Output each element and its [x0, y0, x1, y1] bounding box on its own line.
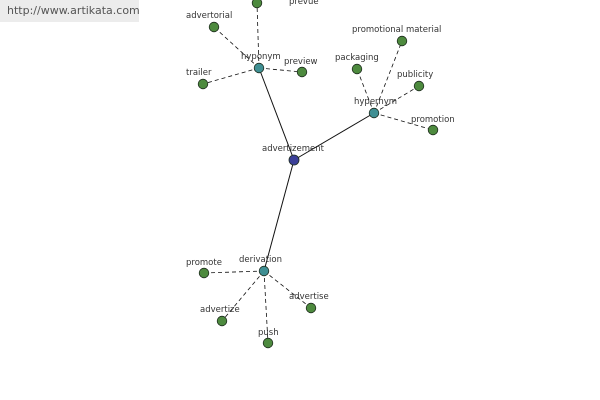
- leaf-node-push[interactable]: [262, 337, 274, 349]
- edge-hypernym-packaging: [356, 68, 375, 114]
- relation-label-hypernym: hypernym: [354, 97, 397, 107]
- edge-derivation-advertise: [263, 270, 312, 309]
- center-node-advertizement[interactable]: [288, 154, 300, 166]
- leaf-label-promotion: promotion: [411, 115, 455, 125]
- leaf-label-publicity: publicity: [397, 70, 433, 80]
- edge-center-hyponym: [258, 67, 295, 161]
- center-label: advertizement: [262, 144, 325, 154]
- leaf-node-advertise[interactable]: [305, 302, 317, 314]
- leaf-label-packaging: packaging: [335, 53, 379, 63]
- relation-node-derivation[interactable]: [258, 265, 270, 277]
- edge-hypernym-promotional-material: [373, 40, 403, 114]
- edge-hyponym-trailer: [202, 67, 260, 85]
- leaf-label-advertize: advertize: [200, 305, 240, 315]
- leaf-node-promote[interactable]: [198, 267, 210, 279]
- source-link[interactable]: http://www.artikata.com: [0, 0, 139, 22]
- edge-derivation-push: [263, 270, 269, 344]
- edge-derivation-advertize: [221, 270, 265, 322]
- graph-nodes: [197, 0, 439, 349]
- leaf-node-promotion[interactable]: [427, 124, 439, 136]
- leaf-label-promotional-material: promotional material: [352, 25, 441, 35]
- edge-hypernym-promotion: [373, 112, 434, 131]
- leaf-node-promotional-material[interactable]: [396, 35, 408, 47]
- leaf-label-promote: promote: [186, 258, 222, 268]
- leaf-node-advertorial[interactable]: [208, 21, 220, 33]
- leaf-node-prevue[interactable]: [251, 0, 263, 9]
- leaf-label-advertorial: advertorial: [186, 11, 232, 21]
- edge-derivation-promote: [203, 270, 265, 274]
- leaf-node-advertize[interactable]: [216, 315, 228, 327]
- leaf-node-packaging[interactable]: [351, 63, 363, 75]
- relation-node-hyponym[interactable]: [253, 62, 265, 74]
- edge-hypernym-publicity: [373, 85, 420, 114]
- leaf-node-publicity[interactable]: [413, 80, 425, 92]
- leaf-label-prevue: prevue: [289, 0, 319, 7]
- edge-center-derivation: [263, 159, 295, 272]
- leaf-label-advertise: advertise: [289, 292, 329, 302]
- leaf-node-trailer[interactable]: [197, 78, 209, 90]
- relation-node-hypernym[interactable]: [368, 107, 380, 119]
- edge-hyponym-prevue: [256, 2, 260, 69]
- relation-label-hyponym: hyponym: [241, 52, 281, 62]
- edge-hyponym-preview: [258, 67, 303, 73]
- leaf-label-push: push: [258, 328, 279, 338]
- relation-label-derivation: derivation: [239, 255, 282, 265]
- edge-hyponym-advertorial: [213, 26, 260, 69]
- leaf-label-trailer: trailer: [186, 68, 212, 78]
- leaf-node-preview[interactable]: [296, 66, 308, 78]
- graph-edges: [202, 2, 434, 344]
- leaf-label-preview: preview: [284, 57, 318, 67]
- edge-center-hypernym: [293, 112, 375, 161]
